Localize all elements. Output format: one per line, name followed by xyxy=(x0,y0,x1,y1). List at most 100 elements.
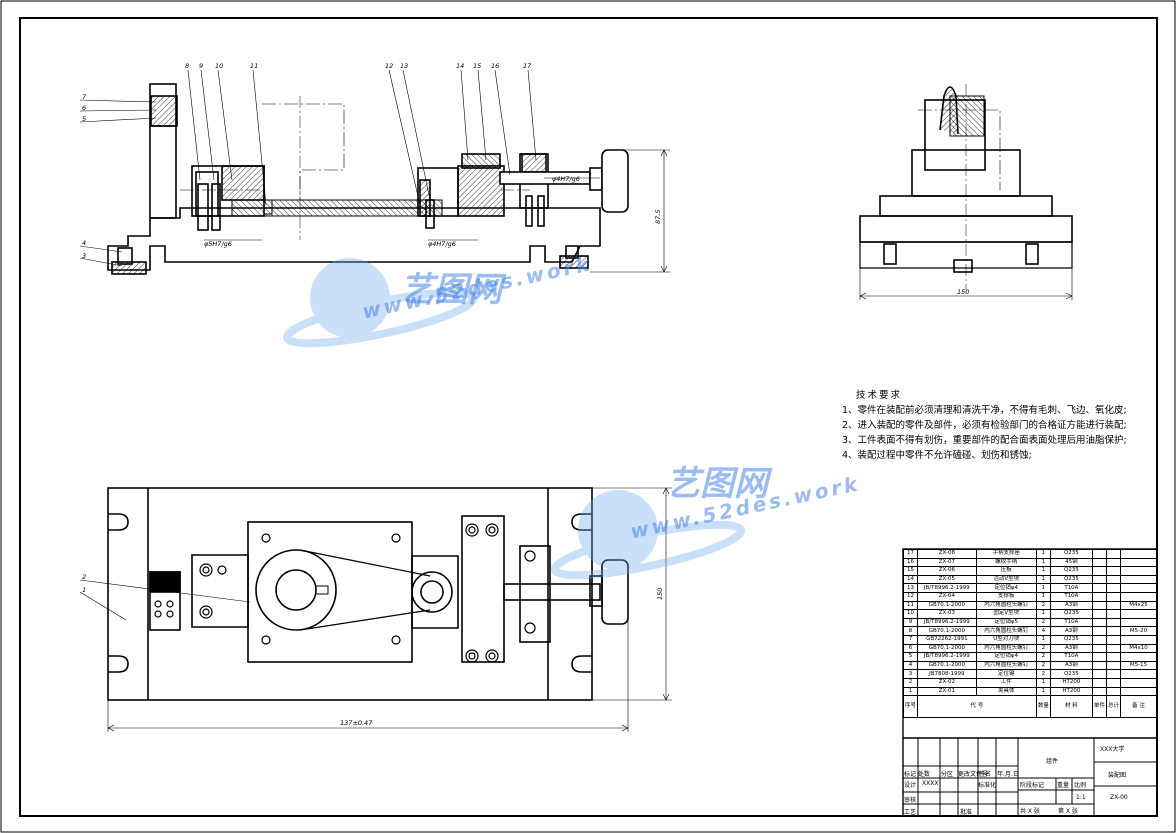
bom-cell: 2 xyxy=(1035,600,1051,611)
bom-cell: Q235 xyxy=(1049,566,1093,576)
bom-empty-cell xyxy=(1091,626,1107,636)
technical-requirements: 技术要求 1、零件在装配前必须清理和清洗干净，不得有毛刺、飞边、氧化皮; 2、进… xyxy=(842,388,1127,463)
bom-empty-cell xyxy=(1105,549,1121,559)
tb-group: 组件 xyxy=(1046,758,1059,765)
bom-header-seq: 序号 xyxy=(902,695,919,719)
bom-cell: 夹具体 xyxy=(975,686,1037,697)
bom-cell xyxy=(1119,669,1158,679)
bom-empty-cell xyxy=(1105,677,1121,688)
bom-cell xyxy=(1119,591,1158,602)
bom-cell: 12 xyxy=(902,591,919,602)
bom-header-note: 备 注 xyxy=(1119,695,1158,719)
bom-empty-cell xyxy=(1105,609,1121,619)
tb-process: 工艺 xyxy=(904,809,917,816)
tb-review: 审核 xyxy=(904,797,917,804)
bom-cell: M4x10 xyxy=(1119,643,1158,654)
bom-empty-cell xyxy=(1091,549,1107,559)
bom-empty-cell xyxy=(1105,557,1121,568)
bom-cell: ZX-03 xyxy=(917,609,977,619)
label-front-3: 3 xyxy=(82,252,86,260)
bom-cell: Q235 xyxy=(1049,609,1093,619)
bom-cell: 内六角圆柱头螺钉 xyxy=(975,600,1037,611)
bom-cell: GB70.1-2000 xyxy=(917,643,977,654)
bom-cell: 2 xyxy=(1035,643,1051,654)
bom-cell: ZX-06 xyxy=(917,566,977,576)
bom-cell: 4 xyxy=(902,660,919,671)
bom-cell xyxy=(1119,634,1158,645)
bom-cell: T10A xyxy=(1049,583,1093,593)
bom-empty-cell xyxy=(1091,583,1107,593)
bom-empty-cell xyxy=(1105,634,1121,645)
label-front-5: 5 xyxy=(82,115,86,123)
bom-header-qty: 数量 xyxy=(1035,695,1051,719)
bom-cell xyxy=(1119,549,1158,559)
bom-cell: 2 xyxy=(1035,669,1051,679)
bom-cell xyxy=(1119,574,1158,585)
bom-cell: 1 xyxy=(902,686,919,697)
bom-empty-cell xyxy=(1091,643,1107,654)
bom-cell: ZX-04 xyxy=(917,591,977,602)
bom-cell: 定位销φ4 xyxy=(975,583,1037,593)
top-view-screws xyxy=(154,523,536,663)
fit-left: φ5H7/g6 xyxy=(204,240,232,248)
bom-cell: 17 xyxy=(902,549,919,559)
tb-drawing-no: ZX-00 xyxy=(1110,794,1128,801)
bom-cell: 定位销φ5 xyxy=(975,617,1037,628)
bom-empty-cell xyxy=(1105,652,1121,662)
label-front-8: 8 xyxy=(185,62,189,70)
bom-cell: HT200 xyxy=(1049,686,1093,697)
bom-empty-cell xyxy=(1091,634,1107,645)
bom-cell: 2 xyxy=(902,677,919,688)
top-height-dim: 150 xyxy=(656,588,664,600)
bom-cell: 7 xyxy=(902,634,919,645)
bom-cell: 1 xyxy=(1035,566,1051,576)
bom-empty-cell xyxy=(1105,600,1121,611)
watermark-logo-1 xyxy=(283,258,477,348)
bom-cell xyxy=(1119,566,1158,576)
tech-line-4: 4、装配过程中零件不允许磕碰、划伤和锈蚀; xyxy=(842,450,1032,461)
bom-cell: 内六角圆柱头螺钉 xyxy=(975,626,1037,636)
bom-empty-cell xyxy=(1091,591,1107,602)
bom-empty-cell xyxy=(1091,600,1107,611)
bom-cell: HT200 xyxy=(1049,677,1093,688)
bom-cell: 支撑板 xyxy=(975,591,1037,602)
label-front-7: 7 xyxy=(82,93,87,101)
tb-sheet: 第 X 张 xyxy=(1058,808,1078,815)
bom-empty-cell xyxy=(1105,660,1121,671)
bom-cell: 1 xyxy=(1035,574,1051,585)
front-leaders xyxy=(79,69,670,273)
top-length-dim: 137±0.47 xyxy=(340,719,373,727)
bom-cell: JB/T8996.2-1999 xyxy=(917,617,977,628)
bom-cell xyxy=(1119,652,1158,662)
bom-cell: 4 xyxy=(1035,626,1051,636)
bom-cell: ZX-05 xyxy=(917,574,977,585)
tech-line-3: 3、工件表面不得有划伤，重要部件的配合面表面处理后用油脂保护; xyxy=(842,435,1127,446)
bom-cell: M5-20 xyxy=(1119,626,1158,636)
bom-empty-cell xyxy=(1091,609,1107,619)
bom-cell: 45钢 xyxy=(1049,557,1093,568)
bom-cell: JB/T8996.2-1999 xyxy=(917,652,977,662)
bom-cell xyxy=(1119,677,1158,688)
bom-cell: 工件 xyxy=(975,677,1037,688)
bom-cell: 螺纹手柄 xyxy=(975,557,1037,568)
side-width-dim: 150 xyxy=(957,288,969,296)
bom-cell: JB7808-1999 xyxy=(917,669,977,679)
label-front-11: 11 xyxy=(250,62,258,70)
bom-cell: A3钢 xyxy=(1049,643,1093,654)
top-view xyxy=(107,487,629,701)
watermark-brand-1: 艺图网 xyxy=(400,270,502,310)
tb-sign: 签名 xyxy=(979,771,992,778)
front-view xyxy=(107,83,629,275)
tb-scale: 1:1 xyxy=(1076,794,1086,801)
tb-marks: 标记 处数 xyxy=(904,771,930,778)
bom-cell: 1 xyxy=(1035,591,1051,602)
label-top-1: 1 xyxy=(82,586,86,594)
bom-cell: A3钢 xyxy=(1049,626,1093,636)
bom-header-mat: 材 料 xyxy=(1049,695,1093,719)
bom-cell: GB70.1-2000 xyxy=(917,626,977,636)
